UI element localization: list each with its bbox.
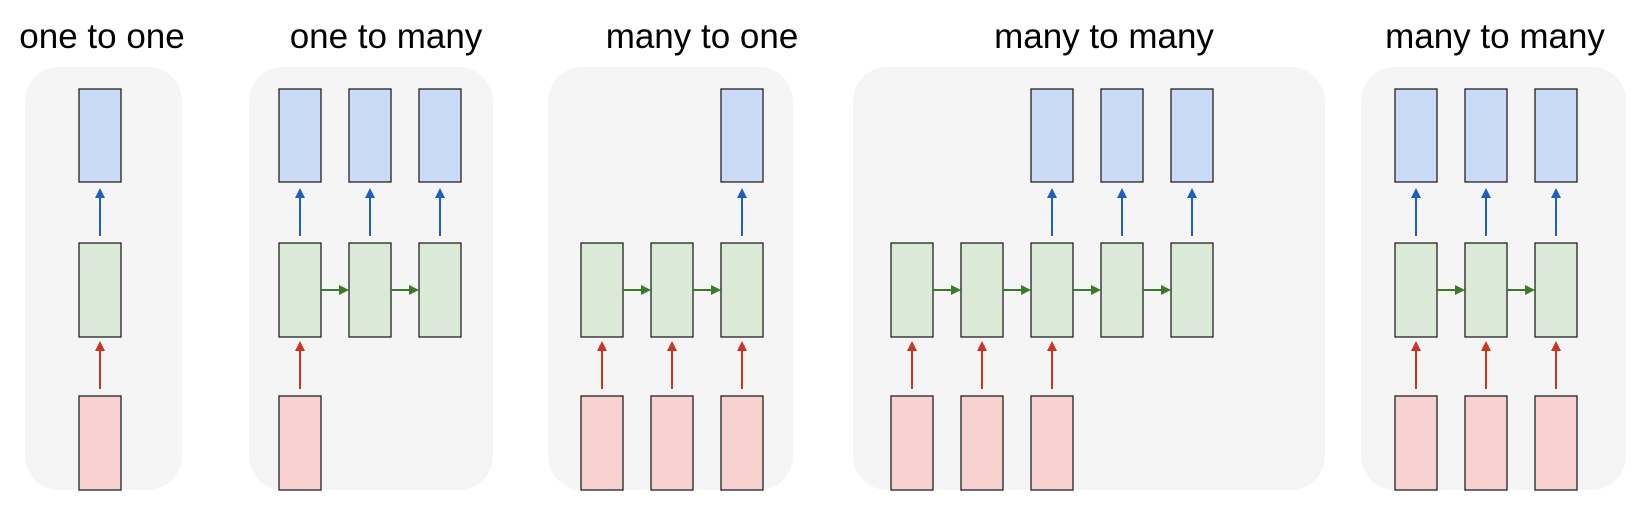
output-vector — [1170, 88, 1214, 183]
hidden-state — [580, 242, 624, 338]
hidden-state — [278, 242, 322, 338]
input-vector — [1464, 395, 1508, 491]
output-vector — [278, 88, 322, 183]
panel-one-to-many: one to many — [249, 17, 493, 491]
panel-title: many to many — [1385, 17, 1605, 56]
input-vector — [1394, 395, 1438, 491]
hidden-state — [348, 242, 392, 338]
input-vector — [1534, 395, 1578, 491]
output-vector — [720, 88, 764, 183]
output-vector — [1100, 88, 1144, 183]
hidden-state — [650, 242, 694, 338]
panel-title: one to many — [290, 17, 483, 56]
panel-many-to-one: many to one — [548, 17, 799, 491]
panel-one-to-one: one to one — [19, 17, 185, 491]
hidden-state — [1170, 242, 1214, 338]
panel-title: many to one — [606, 17, 799, 56]
panel-many-to-many-synced: many to many — [1361, 17, 1626, 491]
output-vector — [1030, 88, 1074, 183]
hidden-state — [418, 242, 462, 338]
input-vector — [580, 395, 624, 491]
panel-title: one to one — [19, 17, 184, 56]
panel-many-to-many-delayed: many to many — [853, 17, 1325, 491]
output-vector — [1394, 88, 1438, 183]
hidden-state — [1534, 242, 1578, 338]
hidden-state — [1394, 242, 1438, 338]
input-vector — [1030, 395, 1074, 491]
output-vector — [418, 88, 462, 183]
hidden-state — [1030, 242, 1074, 338]
output-vector — [1464, 88, 1508, 183]
input-vector — [278, 395, 322, 491]
hidden-state — [890, 242, 934, 338]
panel-title: many to many — [994, 17, 1214, 56]
output-vector — [348, 88, 392, 183]
input-vector — [650, 395, 694, 491]
input-vector — [78, 395, 122, 491]
hidden-state — [720, 242, 764, 338]
hidden-state — [1100, 242, 1144, 338]
output-vector — [1534, 88, 1578, 183]
input-vector — [890, 395, 934, 491]
hidden-state — [1464, 242, 1508, 338]
hidden-state — [960, 242, 1004, 338]
input-vector — [960, 395, 1004, 491]
output-vector — [78, 88, 122, 183]
input-vector — [720, 395, 764, 491]
hidden-state — [78, 242, 122, 338]
